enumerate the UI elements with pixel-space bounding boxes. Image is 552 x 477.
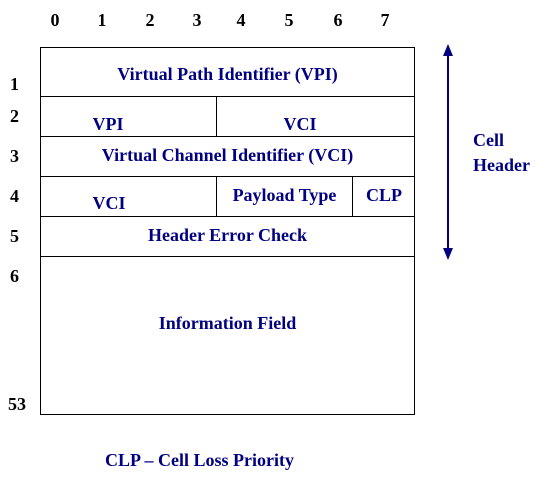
row-divider-2 [40, 136, 415, 137]
octet2-split-divider [216, 96, 217, 136]
row-number-3: 3 [10, 146, 19, 166]
cell-header-label-line2: Header [473, 155, 530, 175]
clp-footnote: CLP – Cell Loss Priority [105, 450, 294, 470]
bit-number-3: 3 [192, 10, 202, 30]
row-number-4: 4 [10, 186, 19, 206]
bit-number-0: 0 [50, 10, 60, 30]
row-divider-1 [40, 96, 415, 97]
atm-cell-frame [40, 47, 415, 415]
row-divider-5 [40, 256, 415, 257]
vpi-full-field-label: Virtual Path Identifier (VPI) [117, 64, 338, 84]
cell-header-span-arrow [443, 44, 453, 260]
octet4-clp-divider [352, 176, 353, 216]
bit-number-2: 2 [145, 10, 155, 30]
vpi-part-field-label: VPI [92, 114, 124, 134]
octet4-vci-divider [216, 176, 217, 216]
row-divider-3 [40, 176, 415, 177]
bit-number-7: 7 [380, 10, 390, 30]
row-number-53: 53 [8, 394, 26, 414]
clp-field-label: CLP [366, 185, 402, 205]
row-number-2: 2 [10, 106, 19, 126]
vci-part-b-field-label: VCI [92, 193, 126, 213]
row-number-5: 5 [10, 226, 19, 246]
row-divider-4 [40, 216, 415, 217]
bit-number-4: 4 [236, 10, 246, 30]
hec-field-label: Header Error Check [148, 225, 307, 245]
row-number-1: 1 [10, 74, 19, 94]
bit-number-5: 5 [284, 10, 294, 30]
bit-number-1: 1 [97, 10, 107, 30]
payload-type-field-label: Payload Type [232, 185, 337, 205]
information-field-label: Information Field [158, 313, 297, 333]
cell-header-label-line1: Cell [473, 130, 504, 150]
row-number-6: 6 [10, 266, 19, 286]
bit-number-6: 6 [333, 10, 343, 30]
vci-full-field-label: Virtual Channel Identifier (VCI) [101, 145, 354, 165]
vci-part-a-field-label: VCI [283, 114, 317, 134]
